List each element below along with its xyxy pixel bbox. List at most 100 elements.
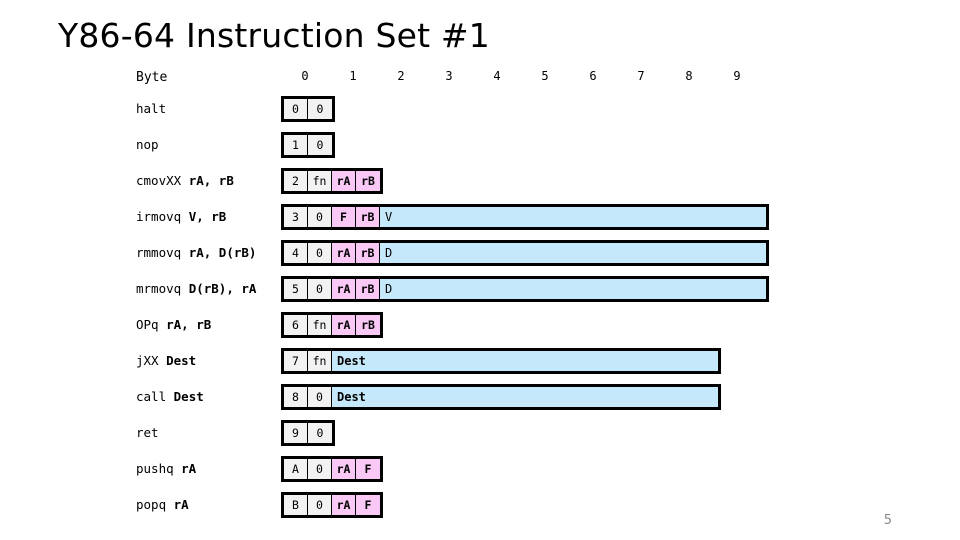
encoding-cell-mrmovq-1: 0 <box>308 279 332 299</box>
encoding-cell-cmovXX-2: rA <box>332 171 356 191</box>
encoding-cell-mrmovq-3: rB <box>356 279 380 299</box>
encoding-cell-irmovq-0: 3 <box>284 207 308 227</box>
encoding-cell-pushq-0: A <box>284 459 308 479</box>
instruction-label-jXX: jXX Dest <box>136 348 276 374</box>
page-title: Y86-64 Instruction Set #1 <box>58 16 490 55</box>
encoding-cell-call-2: Dest <box>332 387 718 407</box>
encoding-cell-rmmovq-2: rA <box>332 243 356 263</box>
mnemonic: mrmovq <box>136 281 189 296</box>
mnemonic: halt <box>136 101 167 116</box>
encoding-cell-OPq-2: rA <box>332 315 356 335</box>
encoding-cell-nop-0: 1 <box>284 135 308 155</box>
mnemonic: cmovXX <box>136 173 189 188</box>
instruction-label-popq: popq rA <box>136 492 276 518</box>
encoding-cell-popq-3: F <box>356 495 380 515</box>
operands: rA <box>181 461 197 476</box>
encoding-cell-jXX-2: Dest <box>332 351 718 371</box>
byte-tick-4: 4 <box>493 69 501 83</box>
mnemonic: nop <box>136 137 159 152</box>
instruction-label-rmmovq: rmmovq rA, D(rB) <box>136 240 276 266</box>
operands: D(rB), rA <box>188 281 257 296</box>
encoding-cell-irmovq-2: F <box>332 207 356 227</box>
encoding-cell-cmovXX-0: 2 <box>284 171 308 191</box>
byte-header-label: Byte <box>136 70 168 85</box>
operands: rA <box>173 497 189 512</box>
operands: rA, rB <box>188 173 234 188</box>
encoding-cell-cmovXX-3: rB <box>356 171 380 191</box>
encoding-cell-jXX-0: 7 <box>284 351 308 371</box>
operands: Dest <box>166 353 197 368</box>
mnemonic: pushq <box>136 461 182 476</box>
instruction-label-ret: ret <box>136 420 276 446</box>
encoding-cell-call-1: 0 <box>308 387 332 407</box>
encoding-cell-nop-1: 0 <box>308 135 332 155</box>
encoding-cell-OPq-1: fn <box>308 315 332 335</box>
instruction-label-OPq: OPq rA, rB <box>136 312 276 338</box>
encoding-cell-mrmovq-2: rA <box>332 279 356 299</box>
encoding-cell-rmmovq-4: D <box>380 243 766 263</box>
byte-tick-3: 3 <box>445 69 453 83</box>
mnemonic: popq <box>136 497 174 512</box>
encoding-cell-irmovq-4: V <box>380 207 766 227</box>
encoding-cell-cmovXX-1: fn <box>308 171 332 191</box>
instruction-label-call: call Dest <box>136 384 276 410</box>
byte-tick-5: 5 <box>541 69 549 83</box>
encoding-cell-ret-1: 0 <box>308 423 332 443</box>
mnemonic: ret <box>136 425 159 440</box>
instruction-label-cmovXX: cmovXX rA, rB <box>136 168 276 194</box>
operands: rA, D(rB) <box>188 245 257 260</box>
operands: Dest <box>173 389 204 404</box>
mnemonic: OPq <box>136 317 167 332</box>
encoding-cell-rmmovq-1: 0 <box>308 243 332 263</box>
operands: rA, rB <box>166 317 212 332</box>
encoding-cell-halt-0: 0 <box>284 99 308 119</box>
byte-tick-9: 9 <box>733 69 741 83</box>
mnemonic: call <box>136 389 174 404</box>
encoding-cell-pushq-1: 0 <box>308 459 332 479</box>
encoding-cell-mrmovq-0: 5 <box>284 279 308 299</box>
operands: V, rB <box>188 209 227 224</box>
byte-tick-7: 7 <box>637 69 645 83</box>
encoding-cell-halt-1: 0 <box>308 99 332 119</box>
encoding-cell-rmmovq-3: rB <box>356 243 380 263</box>
byte-tick-1: 1 <box>349 69 357 83</box>
encoding-cell-jXX-1: fn <box>308 351 332 371</box>
encoding-cell-OPq-3: rB <box>356 315 380 335</box>
encoding-cell-mrmovq-4: D <box>380 279 766 299</box>
encoding-cell-popq-0: B <box>284 495 308 515</box>
byte-tick-2: 2 <box>397 69 405 83</box>
page-number: 5 <box>883 513 892 528</box>
encoding-cell-irmovq-3: rB <box>356 207 380 227</box>
instruction-label-pushq: pushq rA <box>136 456 276 482</box>
byte-tick-6: 6 <box>589 69 597 83</box>
encoding-cell-call-0: 8 <box>284 387 308 407</box>
mnemonic: irmovq <box>136 209 189 224</box>
encoding-cell-OPq-0: 6 <box>284 315 308 335</box>
instruction-label-nop: nop <box>136 132 276 158</box>
mnemonic: rmmovq <box>136 245 189 260</box>
byte-tick-8: 8 <box>685 69 693 83</box>
encoding-cell-pushq-3: F <box>356 459 380 479</box>
byte-tick-0: 0 <box>301 69 309 83</box>
encoding-cell-ret-0: 9 <box>284 423 308 443</box>
encoding-cell-popq-2: rA <box>332 495 356 515</box>
encoding-cell-pushq-2: rA <box>332 459 356 479</box>
instruction-label-halt: halt <box>136 96 276 122</box>
encoding-cell-irmovq-1: 0 <box>308 207 332 227</box>
instruction-label-irmovq: irmovq V, rB <box>136 204 276 230</box>
mnemonic: jXX <box>136 353 167 368</box>
encoding-cell-popq-1: 0 <box>308 495 332 515</box>
